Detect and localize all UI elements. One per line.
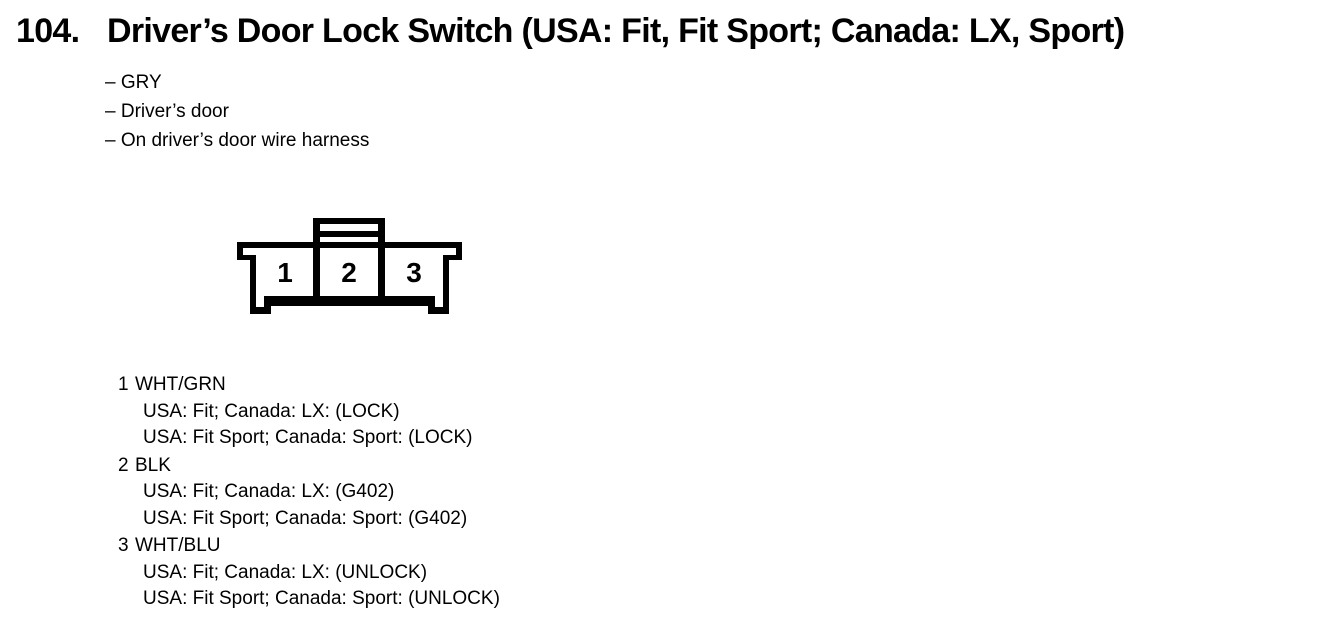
pin-2-label: 2 <box>341 257 357 288</box>
attribute-color: – GRY <box>105 72 162 93</box>
pin-number: 1 <box>118 374 129 395</box>
pin-divider-left <box>313 248 320 296</box>
pin-description-list: 1 WHT/GRN USA: Fit; Canada: LX: (LOCK) U… <box>118 372 500 613</box>
pin-group-1: 1 WHT/GRN USA: Fit; Canada: LX: (LOCK) U… <box>118 372 500 452</box>
pin-header: 3 WHT/BLU <box>118 533 500 560</box>
pin-group-3: 3 WHT/BLU USA: Fit; Canada: LX: (UNLOCK)… <box>118 533 500 613</box>
section-header: 104. Driver’s Door Lock Switch (USA: Fit… <box>16 9 1125 53</box>
page-title: Driver’s Door Lock Switch (USA: Fit, Fit… <box>107 12 1125 50</box>
pin-detail: USA: Fit; Canada: LX: (G402) <box>143 481 395 502</box>
pin-detail: USA: Fit Sport; Canada: Sport: (LOCK) <box>143 427 473 448</box>
pin-number: 3 <box>118 535 129 556</box>
pin-group-2: 2 BLK USA: Fit; Canada: LX: (G402) USA: … <box>118 453 500 533</box>
pin-header: 1 WHT/GRN <box>118 372 500 399</box>
wire-color: WHT/GRN <box>135 374 226 395</box>
pin-1-label: 1 <box>277 257 293 288</box>
pin-detail: USA: Fit; Canada: LX: (UNLOCK) <box>143 561 428 583</box>
pin-detail: USA: Fit; Canada: LX: (LOCK) <box>143 400 400 422</box>
section-number: 104. <box>16 12 80 50</box>
connector-cavity <box>243 248 456 296</box>
pin-divider-right <box>378 248 385 296</box>
connector-foot-notch-right <box>435 296 443 307</box>
pin-detail: USA: Fit Sport; Canada: Sport: (UNLOCK) <box>143 588 500 609</box>
wire-color: BLK <box>135 454 171 476</box>
connector-diagram: 1 2 3 <box>237 218 462 314</box>
wire-color: WHT/BLU <box>135 535 221 556</box>
pin-number: 2 <box>118 454 129 476</box>
connector-attributes: – GRY – Driver’s door – On driver’s door… <box>105 68 369 155</box>
connector-foot-notch-left <box>256 296 264 307</box>
attribute-harness: – On driver’s door wire harness <box>105 130 370 151</box>
pin-detail: USA: Fit Sport; Canada: Sport: (G402) <box>143 507 468 529</box>
pin-3-label: 3 <box>406 257 422 288</box>
latch-tab-slot-upper <box>320 224 378 231</box>
latch-tab-slot-lower <box>320 237 378 243</box>
pin-header: 2 BLK <box>118 453 500 480</box>
attribute-location: – Driver’s door <box>105 101 229 122</box>
